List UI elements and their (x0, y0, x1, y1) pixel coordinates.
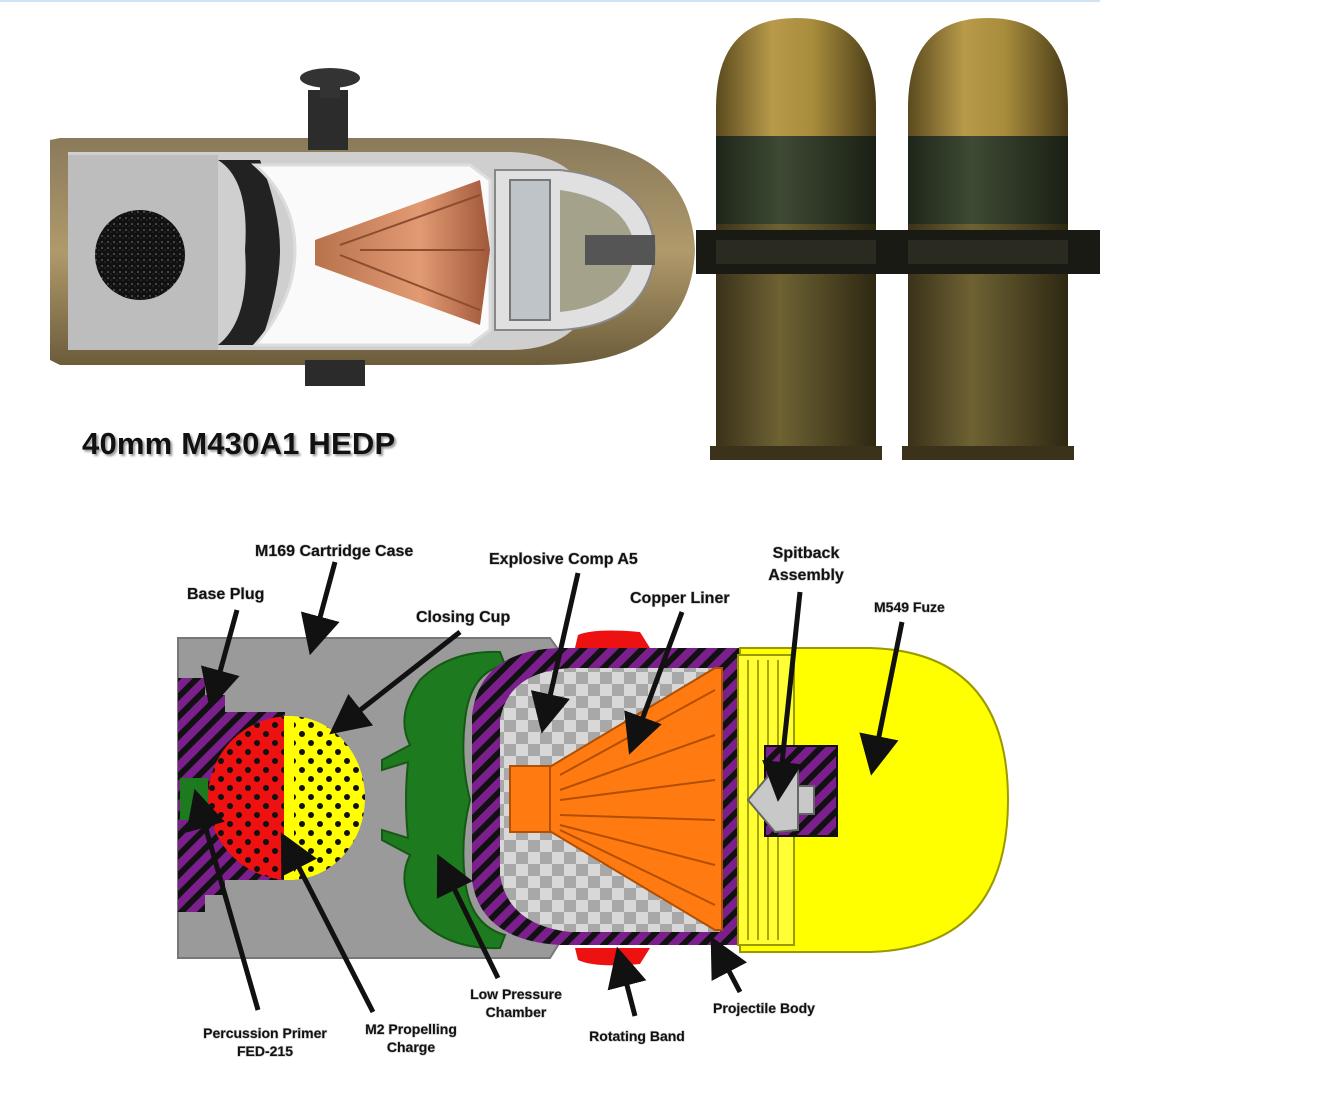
rounds-photo (696, 18, 1100, 460)
label-low-pressure-line1: Low Pressure (470, 986, 562, 1002)
label-low-pressure-line2: Chamber (486, 1004, 547, 1020)
low-pressure-chamber (381, 650, 507, 950)
fuze (739, 647, 1010, 953)
label-percussion-primer-line1: Percussion Primer (203, 1025, 327, 1041)
label-spitback-line1: Spitback (773, 545, 840, 562)
top-border-line (0, 0, 1100, 2)
cutaway-photo (50, 68, 695, 386)
label-explosive-comp-a5: Explosive Comp A5 (489, 551, 638, 568)
label-projectile-body: Projectile Body (713, 1000, 815, 1016)
label-base-plug: Base Plug (187, 586, 264, 603)
label-rotating-band: Rotating Band (589, 1028, 685, 1044)
label-copper-liner: Copper Liner (630, 590, 730, 607)
label-m169-cartridge-case: M169 Cartridge Case (255, 543, 413, 560)
leader-arrows (186, 561, 905, 1017)
label-m549-fuze: M549 Fuze (874, 599, 945, 615)
label-spitback-line2: Assembly (768, 567, 844, 584)
page-title: 40mm M430A1 HEDP (82, 426, 396, 461)
label-m2-propelling-line1: M2 Propelling (365, 1021, 457, 1037)
propelling-charge-red (208, 716, 290, 880)
label-closing-cup: Closing Cup (416, 609, 510, 626)
label-m2-propelling-line2: Charge (387, 1039, 435, 1055)
rotating-band-top (575, 630, 650, 648)
label-percussion-primer-line2: FED-215 (237, 1043, 293, 1059)
rotating-band-bottom (575, 948, 650, 966)
